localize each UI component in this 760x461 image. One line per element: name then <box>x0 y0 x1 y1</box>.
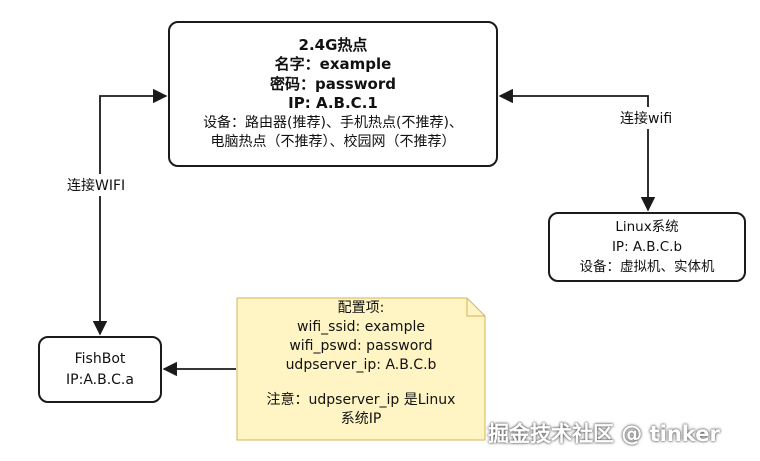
hotspot-password: 密码：password <box>269 74 396 93</box>
note-warning-line2: 系统IP <box>340 411 382 427</box>
fishbot-hotspot-connector <box>92 88 168 336</box>
hotspot-linux-label: 连接wifi <box>618 107 675 129</box>
hotspot-linux-connector <box>498 88 656 212</box>
hotspot-devices-line1: 设备：路由器(推荐)、手机热点(不推荐)、 <box>203 114 463 131</box>
config-note: 配置项: wifi_ssid: example wifi_pswd: passw… <box>236 297 486 441</box>
note-warning-line1: 注意：udpserver_ip 是Linux <box>266 392 456 408</box>
note-pswd: wifi_pswd: password <box>289 338 433 354</box>
linux-node: Linux系统 IP: A.B.C.b 设备：虚拟机、实体机 <box>548 212 746 282</box>
hotspot-devices-line2: 电脑热点（不推荐）、校园网（不推荐） <box>210 134 456 150</box>
fishbot-title: FishBot <box>74 350 126 367</box>
hotspot-name: 名字：example <box>274 55 392 73</box>
linux-title: Linux系统 <box>615 219 679 235</box>
hotspot-node: 2.4G热点 名字：example 密码：password IP: A.B.C.… <box>168 21 498 167</box>
hotspot-title: 2.4G热点 <box>298 35 368 54</box>
note-udp: udpserver_ip: A.B.C.b <box>285 357 437 373</box>
note-shape <box>236 297 486 441</box>
note-heading: 配置项: <box>337 300 385 316</box>
fishbot-hotspot-label: 连接WIFI <box>65 174 128 196</box>
fishbot-ip: IP:A.B.C.a <box>66 371 134 388</box>
hotspot-ip: IP: A.B.C.1 <box>288 94 378 112</box>
linux-ip: IP: A.B.C.b <box>611 239 683 255</box>
note-ssid: wifi_ssid: example <box>297 319 425 335</box>
watermark: 掘金技术社区 @ tinker <box>488 422 720 446</box>
linux-devices: 设备：虚拟机、实体机 <box>579 259 715 275</box>
fishbot-node: FishBot IP:A.B.C.a <box>38 336 162 403</box>
